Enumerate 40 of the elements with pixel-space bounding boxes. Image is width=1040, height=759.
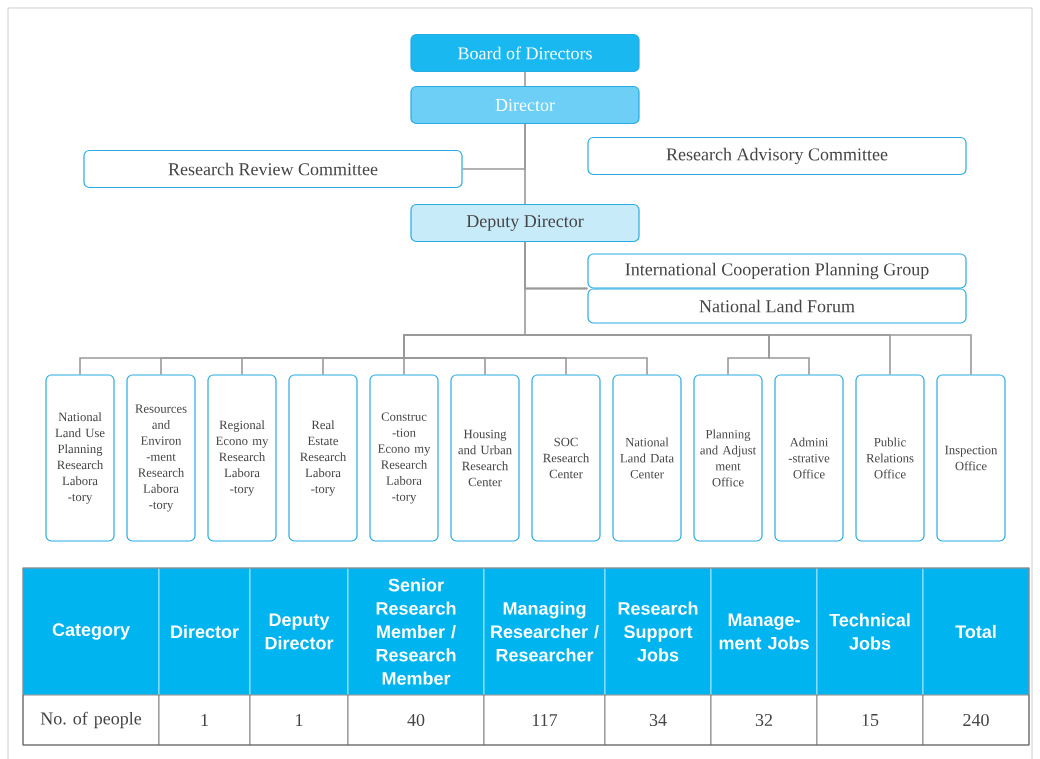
org-box: Director xyxy=(410,85,640,125)
table-header-cell: Total xyxy=(922,567,1030,696)
table-header-cell: Deputy Director xyxy=(249,567,349,696)
department-box: Public Relations Office xyxy=(855,374,925,542)
table-header-cell: Managing Researcher / Researcher xyxy=(483,567,606,696)
table-cell: 40 xyxy=(347,694,485,746)
department-box: Regional Econo my Research Labora -tory xyxy=(207,374,277,542)
table-header-cell: Research Support Jobs xyxy=(604,567,712,696)
department-box: Planning and Adjust ment Office xyxy=(693,374,763,542)
department-box: National Land Use Planning Research Labora -tory xyxy=(45,374,115,542)
department-box: Construc -tion Econo my Research Labora -tory xyxy=(369,374,439,542)
department-box: SOC Research Center xyxy=(531,374,601,542)
department-box: Housing and Urban Research Center xyxy=(450,374,520,542)
table-cell: 240 xyxy=(922,694,1030,746)
table-cell: No. of people xyxy=(22,694,160,746)
org-box: Board of Directors xyxy=(410,33,640,73)
table-header-cell: Director xyxy=(158,567,251,696)
table-cell: 34 xyxy=(604,694,712,746)
org-box: Deputy Director xyxy=(410,203,640,243)
department-box: Resources and Environ -ment Research Labora -tory xyxy=(126,374,196,542)
connector-line xyxy=(79,241,972,376)
connector-line xyxy=(524,71,526,87)
table-cell: 1 xyxy=(249,694,349,746)
table-cell: 1 xyxy=(158,694,251,746)
table-header-cell: Manage- ment Jobs xyxy=(710,567,818,696)
department-box: Admini -strative Office xyxy=(774,374,844,542)
committee-box: Research Advisory Committee xyxy=(587,136,967,176)
committee-box: National Land Forum xyxy=(587,288,967,324)
table-header-cell: Technical Jobs xyxy=(816,567,924,696)
table-cell: 15 xyxy=(816,694,924,746)
committee-box: International Cooperation Planning Group xyxy=(587,253,967,289)
table-cell: 32 xyxy=(710,694,818,746)
table-cell: 117 xyxy=(483,694,606,746)
department-box: Inspection Office xyxy=(936,374,1006,542)
department-box: Real Estate Research Labora -tory xyxy=(288,374,358,542)
table-header-cell: Senior Research Member / Research Member xyxy=(347,567,485,696)
table-header-cell: Category xyxy=(22,567,160,696)
department-box: National Land Data Center xyxy=(612,374,682,542)
connector-line xyxy=(461,123,526,170)
committee-box: Research Review Committee xyxy=(83,149,463,189)
